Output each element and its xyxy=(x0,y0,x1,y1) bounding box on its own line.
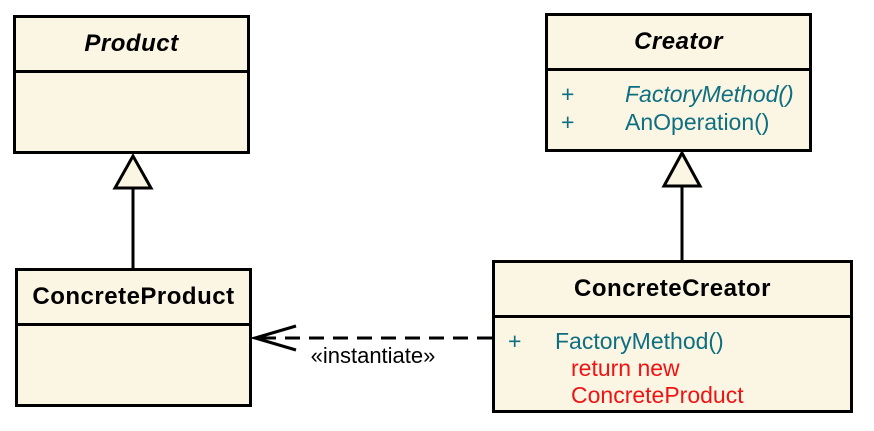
visibility-plus: + xyxy=(561,81,575,107)
class-body-concrete-product xyxy=(18,326,249,335)
visibility-plus: + xyxy=(561,109,575,135)
class-box-product: Product xyxy=(13,15,250,154)
note-line-return-new: return new xyxy=(571,355,680,381)
class-title-concrete-product: ConcreteProduct xyxy=(18,271,249,326)
class-title-creator: Creator xyxy=(548,16,809,71)
class-box-creator: Creator + FactoryMethod() + AnOperation(… xyxy=(545,13,812,152)
class-body-product xyxy=(16,73,247,82)
class-body-creator: + FactoryMethod() + AnOperation() xyxy=(548,71,809,136)
class-box-concrete-product: ConcreteProduct xyxy=(15,268,252,407)
method-name-an-operation: AnOperation() xyxy=(625,109,770,135)
class-body-concrete-creator: + FactoryMethod() return new ConcretePro… xyxy=(495,318,850,409)
visibility-plus: + xyxy=(508,328,522,354)
method-name-factory-method-impl: FactoryMethod() xyxy=(555,328,724,354)
class-title-product: Product xyxy=(16,18,247,73)
method-name-factory-method: FactoryMethod() xyxy=(625,81,794,107)
instantiate-arrowhead-icon xyxy=(249,324,297,352)
note-line-concrete-product: ConcreteProduct xyxy=(571,382,744,408)
class-box-concrete-creator: ConcreteCreator + FactoryMethod() return… xyxy=(492,260,853,413)
generalization-triangle-icon-product xyxy=(112,152,154,190)
method-row-factory-method: + FactoryMethod() xyxy=(548,80,809,108)
instantiate-stereotype-label: «instantiate» xyxy=(310,343,436,368)
class-title-concrete-creator: ConcreteCreator xyxy=(495,263,850,318)
method-row-an-operation: + AnOperation() xyxy=(548,108,809,136)
method-row-factory-method-impl: + FactoryMethod() xyxy=(495,327,850,355)
generalization-triangle-icon-creator xyxy=(661,149,703,188)
